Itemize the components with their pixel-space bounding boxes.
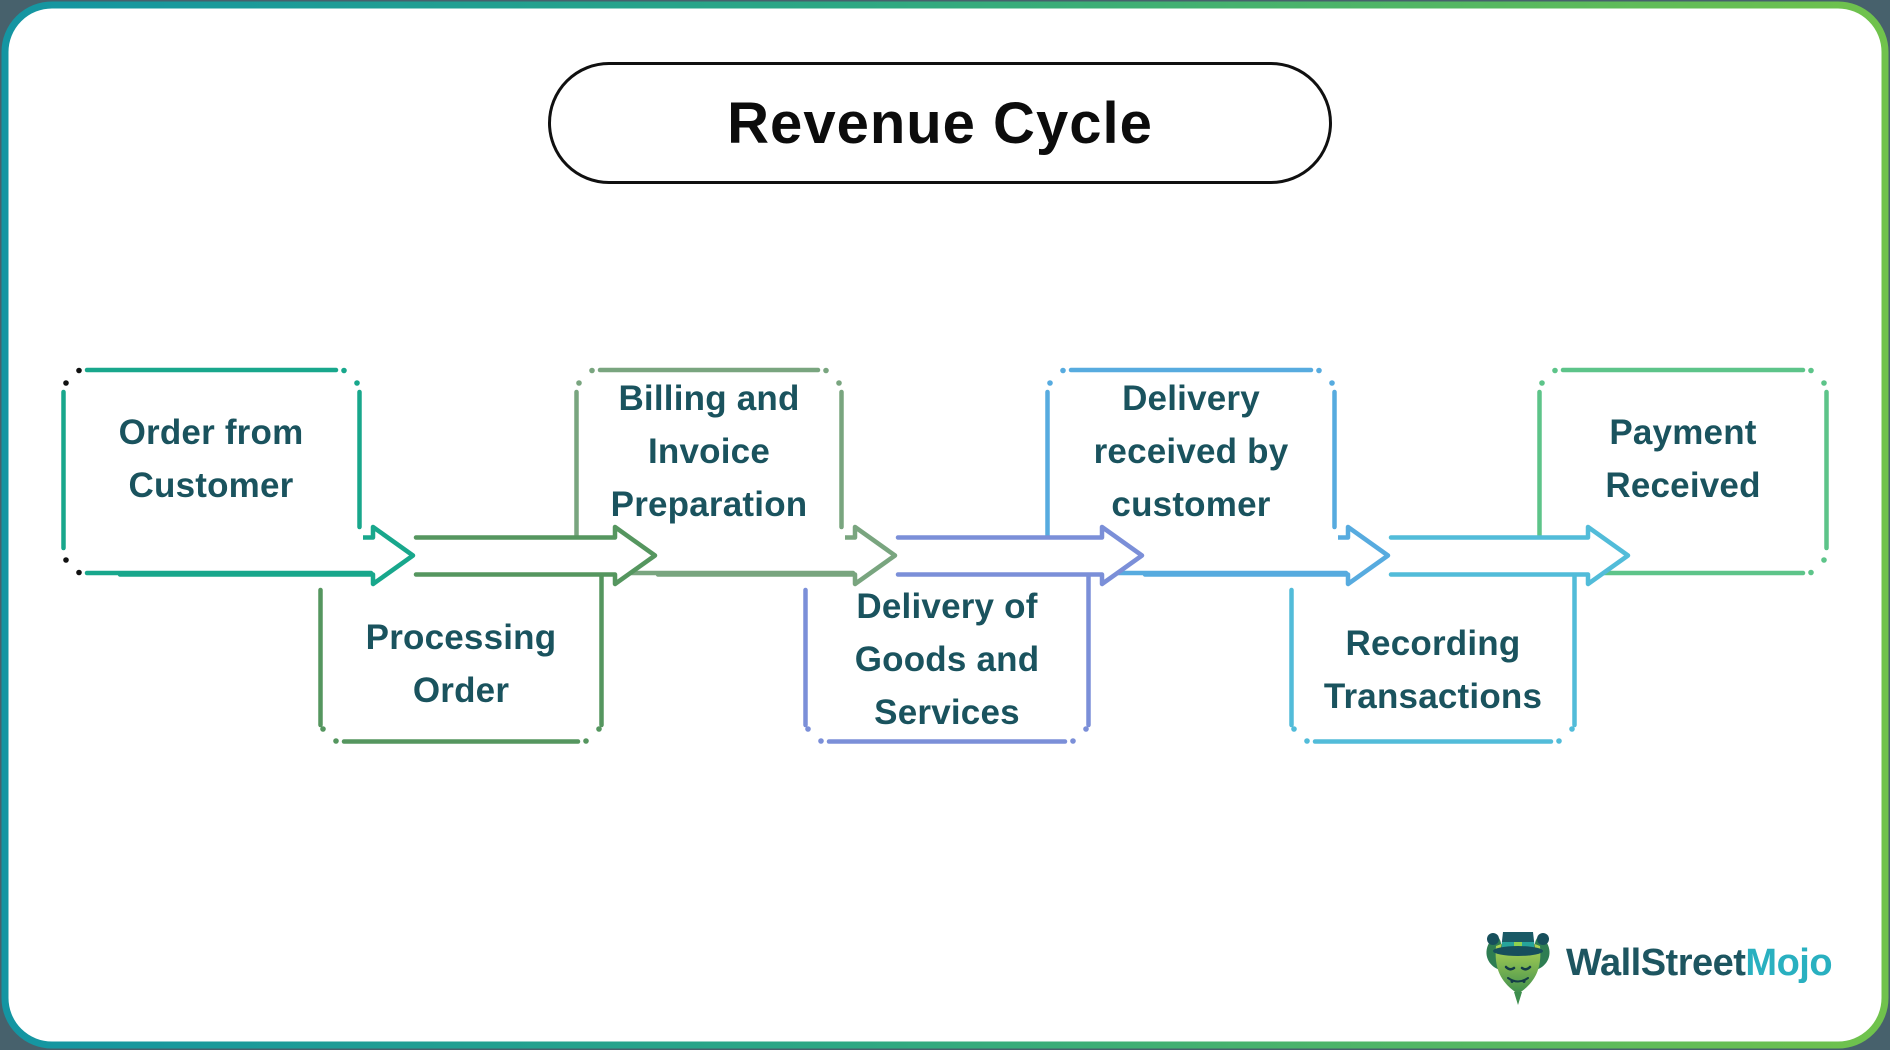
corner-dots-accent [63,367,82,576]
wallstreetmojo-bull-icon [1486,932,1550,1005]
box-recording-transactions [1288,573,1578,744]
brand-primary: WallStreet [1566,942,1746,984]
arrow-recording-to-payment [1388,524,1631,587]
wallstreetmojo-wordmark: WallStreetMojo [1566,942,1833,985]
corner-dots [805,726,1089,744]
label-billing-and-invoice-preparation: Billing and Invoice Preparation [610,379,808,524]
label-recording-transactions: Recording Transactions [1323,624,1543,716]
corner-dots [320,726,602,744]
label-delivery-of-goods-and-services: Delivery of Goods and Services [854,587,1040,732]
arrow-processing-to-billing [413,524,658,587]
arrow-goods-to-delivery-received [895,524,1145,587]
title-pill: Revenue Cycle [548,62,1332,184]
label-processing-order: Processing Order [365,618,557,710]
box-delivery-of-goods-and-services [802,573,1092,744]
label-payment-received: Payment Received [1605,413,1761,505]
corner-dots [1291,726,1575,744]
corner-dots [341,367,360,386]
label-delivery-received-by-customer: Delivery received by customer [1093,379,1289,524]
box-billing-and-invoice-preparation [573,366,856,576]
label-order-from-customer: Order from Customer [118,413,304,505]
page-title: Revenue Cycle [727,90,1153,156]
brand-secondary: Mojo [1745,942,1833,984]
box-order-from-customer [60,366,374,576]
box-processing-order [317,573,605,744]
